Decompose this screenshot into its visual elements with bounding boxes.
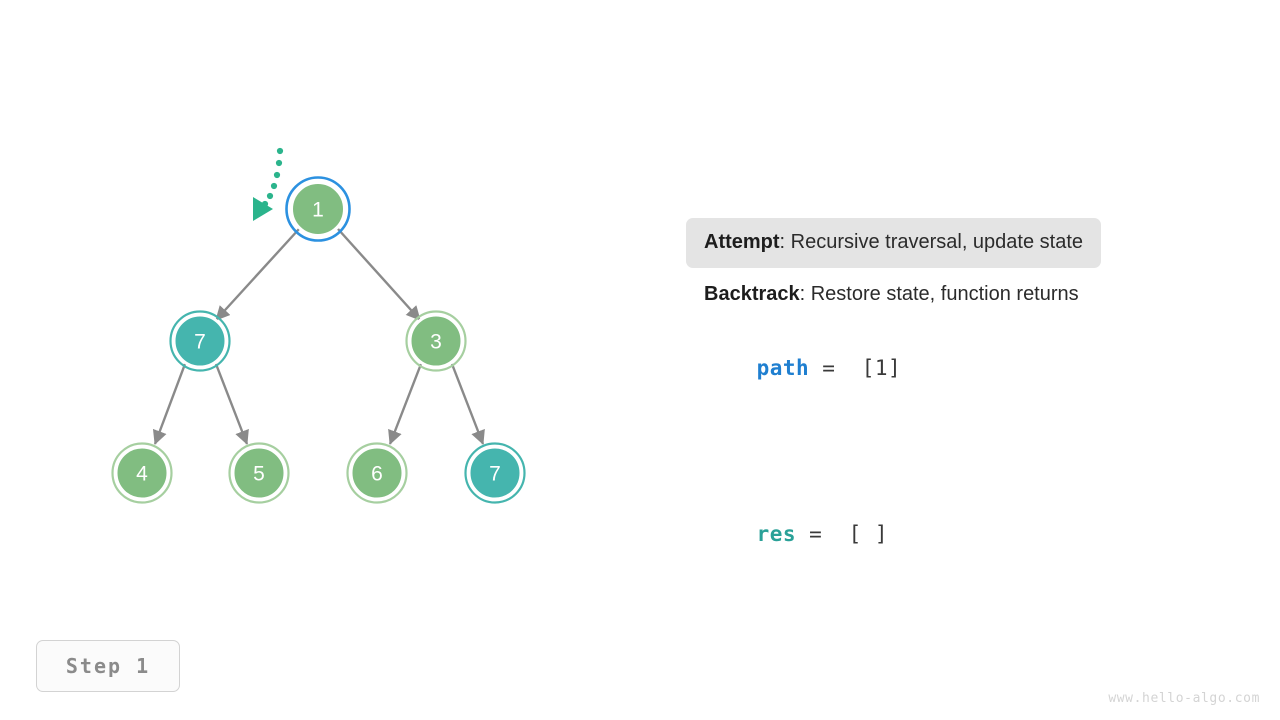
backtrack-description: Backtrack: Restore state, function retur… — [686, 268, 1246, 308]
tree-node-5[interactable]: 5 — [228, 442, 290, 504]
node-outer-ring — [464, 442, 526, 504]
backtrack-label: Backtrack — [704, 283, 800, 305]
attempt-text: : Recursive traversal, update state — [779, 231, 1084, 253]
node-outer-ring — [405, 310, 467, 372]
tree-node-3[interactable]: 3 — [405, 310, 467, 372]
res-state-line: res = [ ] — [686, 404, 1246, 570]
tree-node-4[interactable]: 4 — [111, 442, 173, 504]
tree-node-6[interactable]: 6 — [346, 442, 408, 504]
node-circle — [231, 445, 287, 501]
node-circle — [408, 313, 464, 369]
pointer-arrowhead-icon — [253, 197, 273, 221]
step-badge: Step 1 — [36, 640, 180, 692]
path-value: = [1] — [809, 356, 902, 380]
site-watermark: www.hello-algo.com — [1108, 691, 1260, 706]
attempt-description-highlight: Attempt: Recursive traversal, update sta… — [686, 218, 1102, 268]
node-active-highlight-ring — [285, 176, 351, 242]
node-outer-ring — [169, 310, 231, 372]
node-circle — [290, 181, 346, 237]
node-outer-ring — [228, 442, 290, 504]
edge-7-to-5 — [214, 363, 249, 445]
edge-3-to-7r — [450, 363, 485, 445]
step-badge-label: Step 1 — [65, 654, 151, 678]
edge-1-to-7 — [215, 228, 300, 321]
edge-1-to-3 — [337, 228, 421, 321]
edge-3-to-6 — [388, 363, 423, 445]
path-state-line: path = [1] — [686, 308, 1246, 404]
node-circle — [114, 445, 170, 501]
tree-node-2[interactable]: 7 — [169, 310, 231, 372]
backtrack-text: : Restore state, function returns — [799, 283, 1079, 305]
binary-tree-diagram: 1 7 3 4 5 6 7 — [111, 147, 526, 504]
tree-node-1[interactable]: 1 — [285, 176, 351, 242]
node-outer-ring — [111, 442, 173, 504]
tree-nodes: 1 7 3 4 5 6 7 — [111, 176, 526, 504]
path-keyword: path — [756, 356, 810, 380]
node-outer-ring — [346, 442, 408, 504]
attempt-label: Attempt — [704, 231, 780, 253]
tree-node-7[interactable]: 7 — [464, 442, 526, 504]
tree-edges — [152, 228, 485, 445]
res-value: = [ ] — [796, 522, 889, 546]
node-circle — [172, 313, 228, 369]
res-keyword: res — [756, 522, 797, 546]
pointer-dotted-curve-icon — [261, 147, 284, 208]
info-panel: Attempt: Recursive traversal, update sta… — [686, 218, 1246, 570]
current-node-pointer — [253, 147, 284, 221]
edge-7-to-4 — [152, 363, 187, 445]
node-circle — [467, 445, 523, 501]
node-circle — [349, 445, 405, 501]
